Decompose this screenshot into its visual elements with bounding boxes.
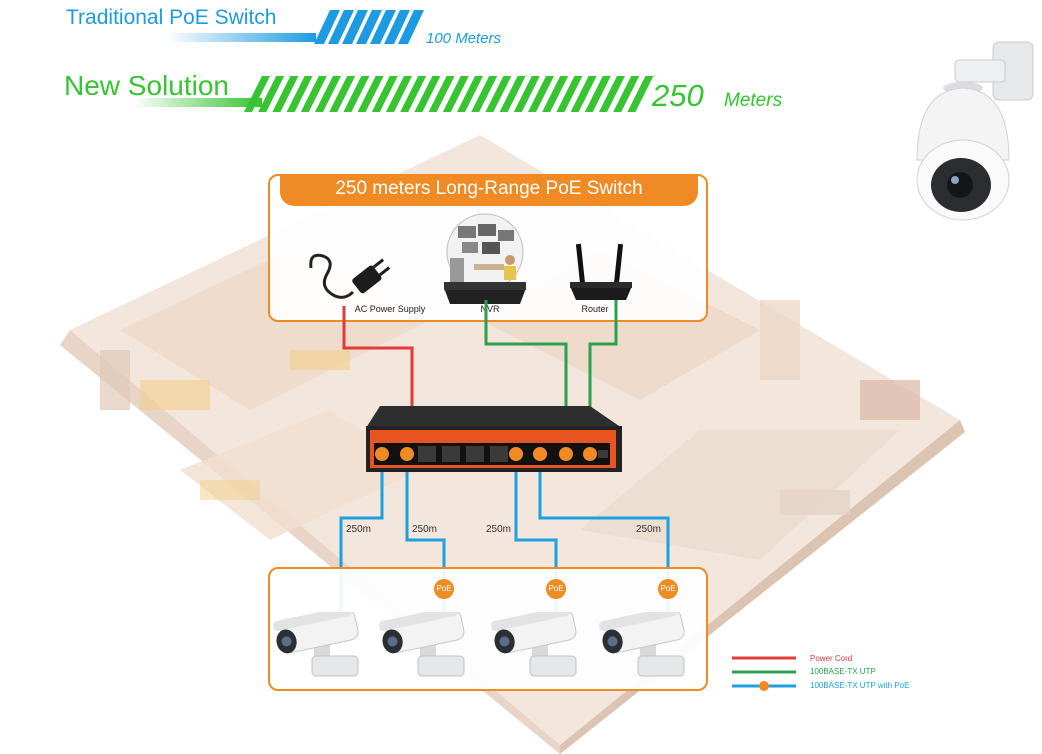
nvr-utp-cable xyxy=(484,300,568,456)
stripe xyxy=(400,76,427,112)
stripe xyxy=(457,76,483,112)
new-range-bar xyxy=(132,98,262,107)
bullet-camera-icon xyxy=(490,612,577,677)
bullet-camera-icon xyxy=(378,612,465,677)
ptz-dome-camera-icon xyxy=(916,41,1034,221)
stripe xyxy=(244,76,270,112)
distance-label-3: 250m xyxy=(486,524,512,535)
new-distance-number: 250 xyxy=(652,78,704,113)
stripe xyxy=(584,76,611,112)
poe-badge: PoE xyxy=(658,579,678,599)
stripe xyxy=(570,76,597,112)
stripe xyxy=(272,76,299,112)
distance-label-4: 250m xyxy=(636,524,662,535)
stripe xyxy=(386,76,412,112)
legend-utp-poe: 100BASE-TX UTP with PoE xyxy=(810,681,910,690)
legend-poe-dot xyxy=(759,681,769,691)
stripe xyxy=(528,76,554,112)
router-utp-cable xyxy=(588,300,618,456)
distance-label-2: 250m xyxy=(412,524,438,535)
nvr-icon xyxy=(444,213,526,304)
traditional-range-bar xyxy=(166,33,316,42)
stripe xyxy=(627,76,654,112)
new-distance-unit: Meters xyxy=(724,90,783,111)
stripe xyxy=(286,76,313,112)
stripe xyxy=(315,76,341,112)
stripe xyxy=(428,76,455,112)
stripe xyxy=(499,76,526,112)
power-cord xyxy=(342,306,414,410)
stripe xyxy=(513,76,540,112)
stripe xyxy=(485,76,512,112)
switch-panel-title: 250 meters Long-Range PoE Switch xyxy=(280,174,698,206)
stripe xyxy=(442,76,469,112)
stripe xyxy=(258,76,285,112)
distance-label-1: 250m xyxy=(346,524,372,535)
traditional-stripes xyxy=(314,10,424,44)
traditional-switch-title: Traditional PoE Switch xyxy=(66,6,277,29)
stripe xyxy=(414,76,441,112)
power-plug-icon xyxy=(309,253,391,299)
stripe xyxy=(357,76,384,112)
poe-badge: PoE xyxy=(546,579,566,599)
bullet-camera-icon xyxy=(598,612,685,677)
stripe xyxy=(599,76,625,112)
nvr-label: NVR xyxy=(480,304,500,314)
legend-swatches xyxy=(732,656,796,691)
poe-badge: PoE xyxy=(434,579,454,599)
new-solution-title: New Solution xyxy=(64,70,229,101)
ac-power-label: AC Power Supply xyxy=(354,304,426,314)
stripe xyxy=(343,76,370,112)
stripe xyxy=(471,76,498,112)
poe-switch-device xyxy=(366,406,622,472)
stripe xyxy=(556,76,583,112)
new-stripes xyxy=(244,76,654,112)
stripe xyxy=(371,76,398,112)
router-icon xyxy=(570,243,632,300)
stripe xyxy=(329,76,356,112)
stripe xyxy=(300,76,327,112)
stripe xyxy=(542,76,569,112)
stripe xyxy=(613,76,640,112)
router-label: Router xyxy=(581,304,609,314)
legend-utp: 100BASE-TX UTP xyxy=(810,667,876,676)
legend-power-cord: Power Cord xyxy=(810,654,853,663)
bullet-camera-icon xyxy=(272,612,359,677)
traditional-distance: 100 Meters xyxy=(426,30,502,47)
